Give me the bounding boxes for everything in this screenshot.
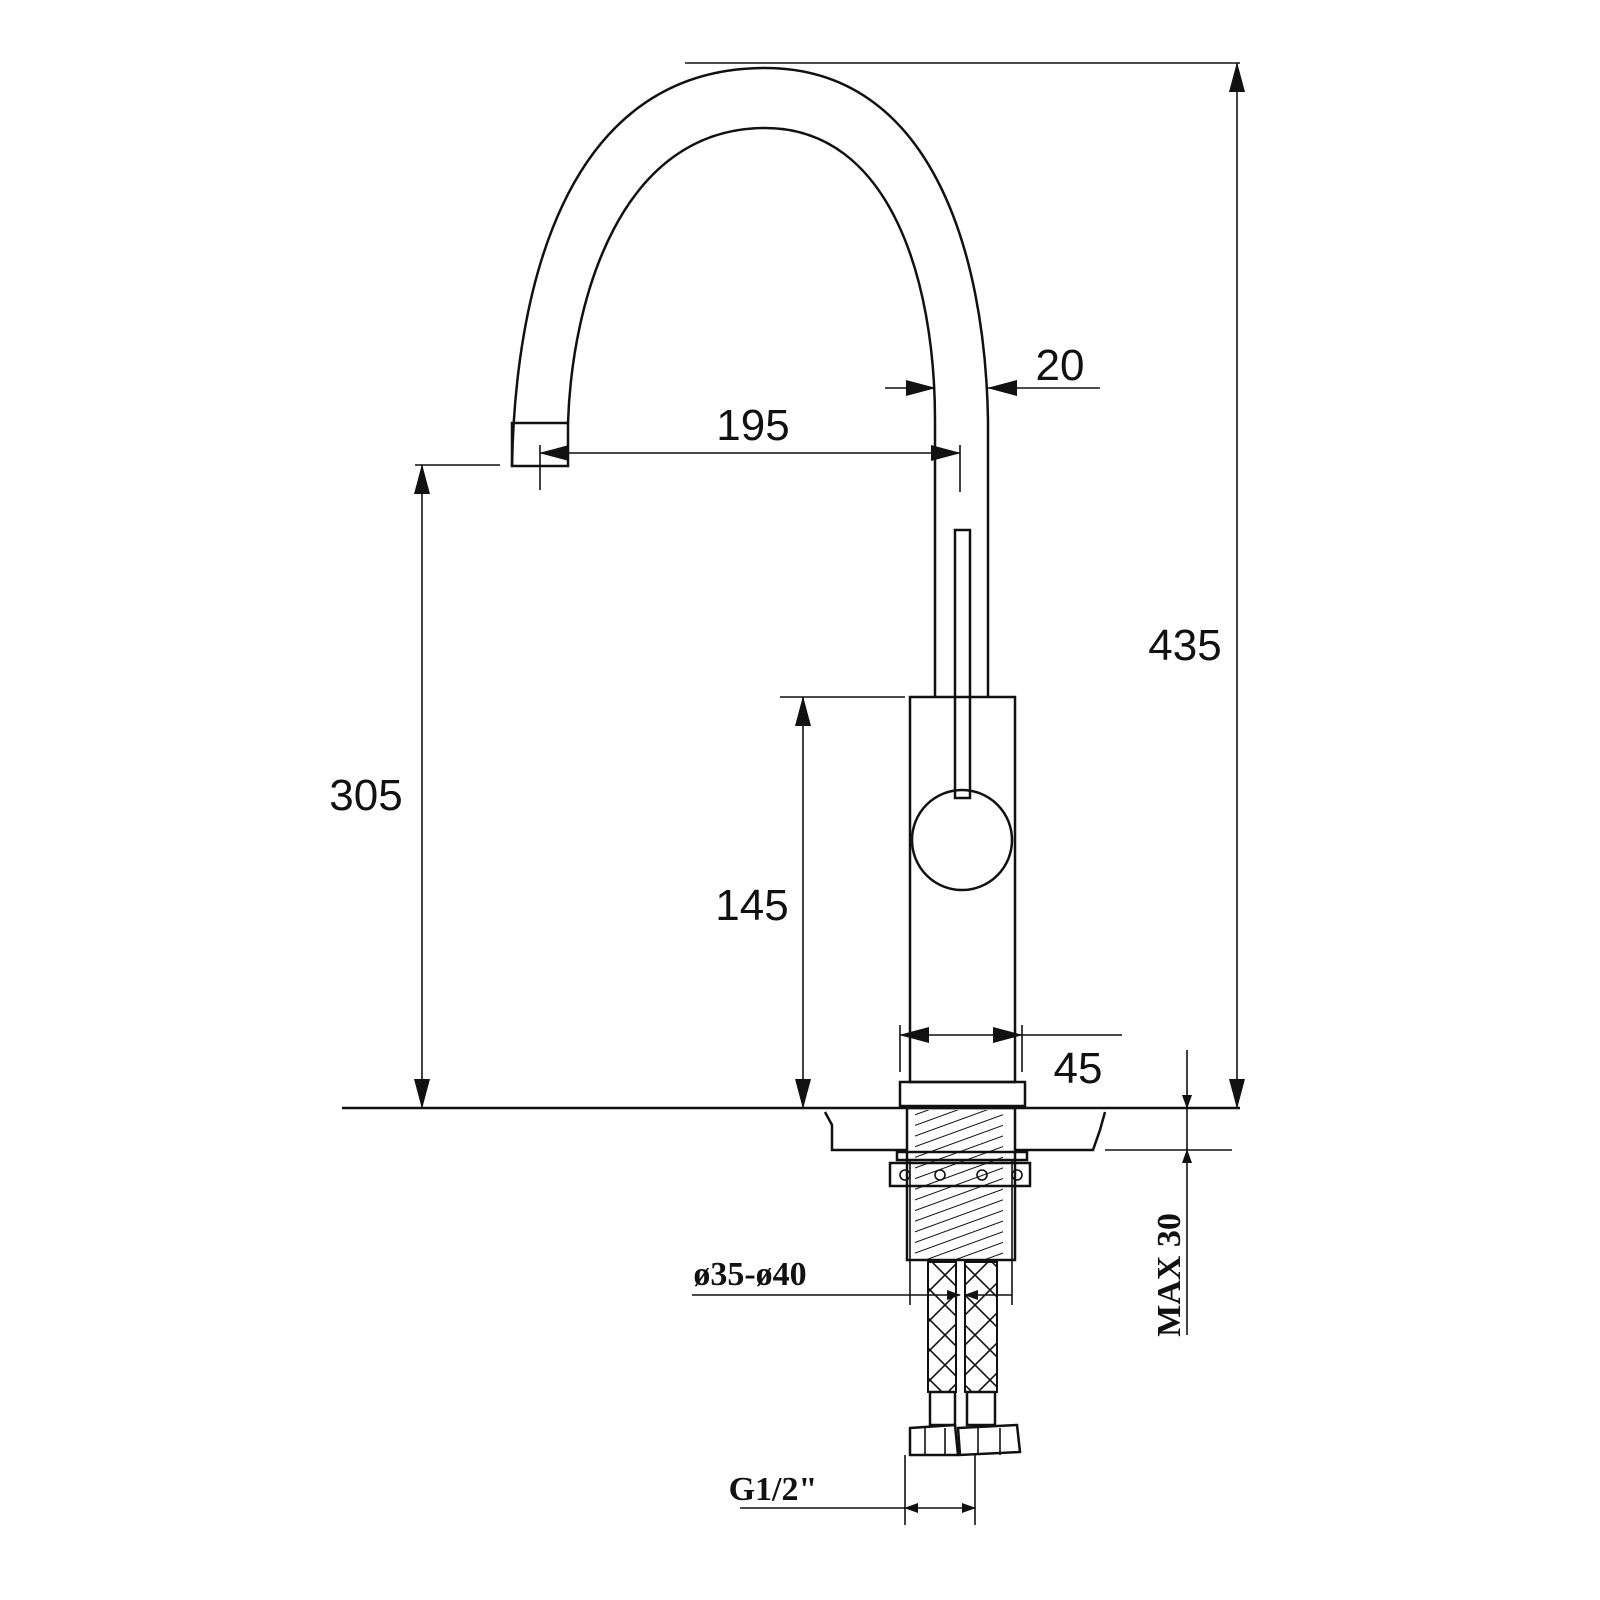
handle-knob xyxy=(910,788,1014,892)
dimension-body-height xyxy=(780,696,905,1109)
label-connection-thread: G1/2" xyxy=(729,1471,818,1508)
handle-lever xyxy=(953,528,972,800)
base-ring xyxy=(898,1080,1027,1108)
mounting-shank xyxy=(888,1106,1032,1262)
label-spout-diameter: 20 xyxy=(1036,341,1085,390)
dimension-body-diameter xyxy=(899,1025,1122,1072)
faucet-body xyxy=(898,528,1027,1108)
label-spout-reach: 195 xyxy=(716,401,789,450)
supply-hoses xyxy=(908,1261,1022,1457)
label-body-diameter: 45 xyxy=(1054,1044,1103,1093)
label-spout-height: 305 xyxy=(329,771,402,820)
label-total-height: 435 xyxy=(1148,621,1221,670)
dimension-total-height xyxy=(685,62,1245,1109)
dimension-spout-height xyxy=(414,464,500,1109)
label-hole-diameter: ø35-ø40 xyxy=(693,1256,806,1293)
mounting-bracket xyxy=(888,1161,1032,1188)
label-body-height: 145 xyxy=(715,881,788,930)
spout xyxy=(510,66,990,697)
dimension-spout-reach xyxy=(539,445,961,492)
dimension-connection-thread xyxy=(740,1455,976,1525)
countertop xyxy=(342,1106,1240,1152)
dimension-hole-diameter xyxy=(692,1160,1013,1305)
label-max-thickness: MAX 30 xyxy=(1151,1213,1188,1337)
